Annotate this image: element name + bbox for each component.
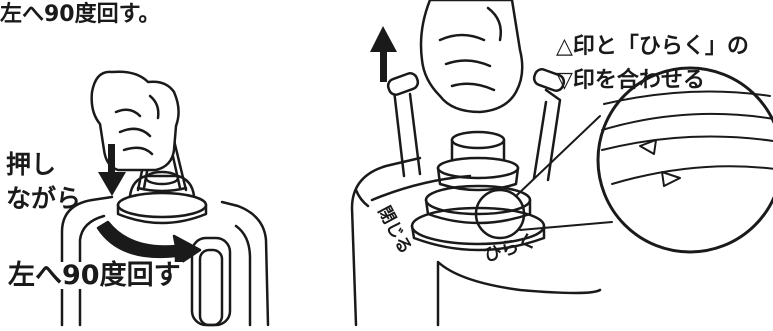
close-mark-label: 閉じる bbox=[374, 203, 416, 257]
open-mark-label: ひらく bbox=[481, 230, 539, 267]
